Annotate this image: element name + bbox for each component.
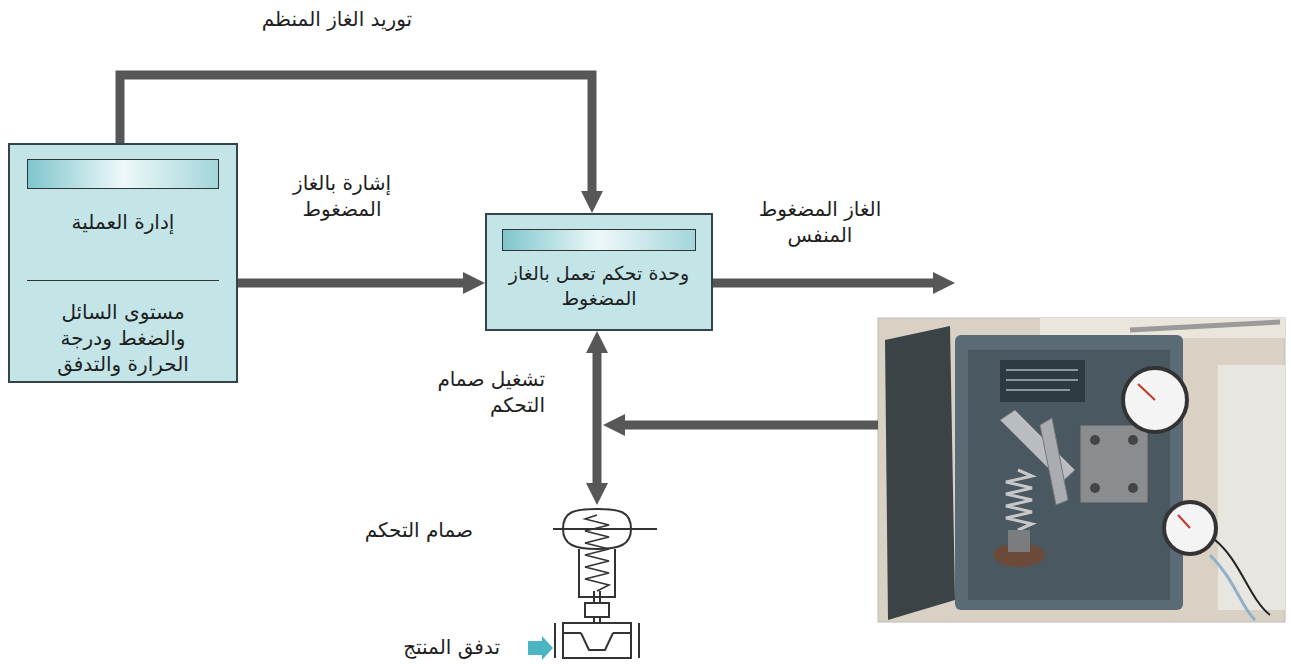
box-title: وحدة تحكم تعمل بالغاز المضغوط xyxy=(495,251,703,310)
photo-screw xyxy=(1128,435,1138,445)
photo-spring xyxy=(1006,470,1032,530)
photo-pointer-arrow xyxy=(619,421,878,430)
photo-nameplate-line xyxy=(1006,379,1078,381)
photo-lever xyxy=(1000,410,1075,482)
photo-screw xyxy=(1090,483,1100,493)
photo-door xyxy=(885,326,955,620)
diaphragm-line xyxy=(553,528,657,530)
photo-screw xyxy=(1090,435,1100,445)
gas-line-connector xyxy=(238,279,469,288)
device-photo xyxy=(878,318,1285,622)
actuator-dome xyxy=(563,509,631,529)
valve-label: صمام التحكم xyxy=(365,517,473,543)
photo-spring-seat xyxy=(1008,530,1030,552)
photo-nameplate xyxy=(1000,360,1085,402)
box-title: إدارة العملية xyxy=(18,189,228,280)
valve-spring xyxy=(585,515,609,591)
valve-yoke xyxy=(579,549,615,597)
photo-gauge xyxy=(1123,368,1187,432)
display-bar xyxy=(502,229,696,251)
flow-arrow xyxy=(528,636,553,660)
photo-screw xyxy=(1128,483,1138,493)
photo-rod xyxy=(1130,322,1280,330)
box-body: مستوى السائل والضغط ودرجة الحرارة والتدف… xyxy=(27,280,219,377)
edge-label: تشغيل صمام التحكم xyxy=(415,366,545,418)
photo-background xyxy=(878,318,1285,622)
edge-label: توريد الغاز المنظم xyxy=(237,6,437,32)
output-label: الغاز المضغوط المنفس xyxy=(735,196,905,248)
process-box: وحدة تحكم تعمل بالغاز المضغوط xyxy=(485,213,713,331)
photo-relay-block xyxy=(1080,425,1148,503)
photo-right-panel xyxy=(1218,365,1285,610)
flow-label: تدفق المنتج xyxy=(370,634,500,660)
display-bar xyxy=(27,159,219,189)
control-valve-symbol xyxy=(545,505,660,660)
photo-nameplate-line xyxy=(1006,369,1078,371)
control-valve: صمام التحكم xyxy=(545,505,660,660)
process-box: إدارة العمليةمستوى السائل والضغط ودرجة ا… xyxy=(8,143,238,383)
photo-gauge-needle xyxy=(1178,515,1190,528)
vent-arrow xyxy=(713,279,939,288)
photo-gauge xyxy=(1164,502,1216,554)
edge-label: إشارة بالغاز المضغوط xyxy=(262,170,422,222)
control-valve-detail xyxy=(528,636,553,660)
valve-bonnet xyxy=(585,603,609,617)
photo-tube xyxy=(1210,555,1255,620)
photo-gauge-needle xyxy=(1138,384,1155,400)
valve-flanges xyxy=(555,623,639,658)
gas-line-connector xyxy=(593,347,602,489)
valve-body xyxy=(563,623,631,658)
photo-lever xyxy=(1040,418,1068,505)
photo-nameplate-line xyxy=(1006,389,1070,391)
